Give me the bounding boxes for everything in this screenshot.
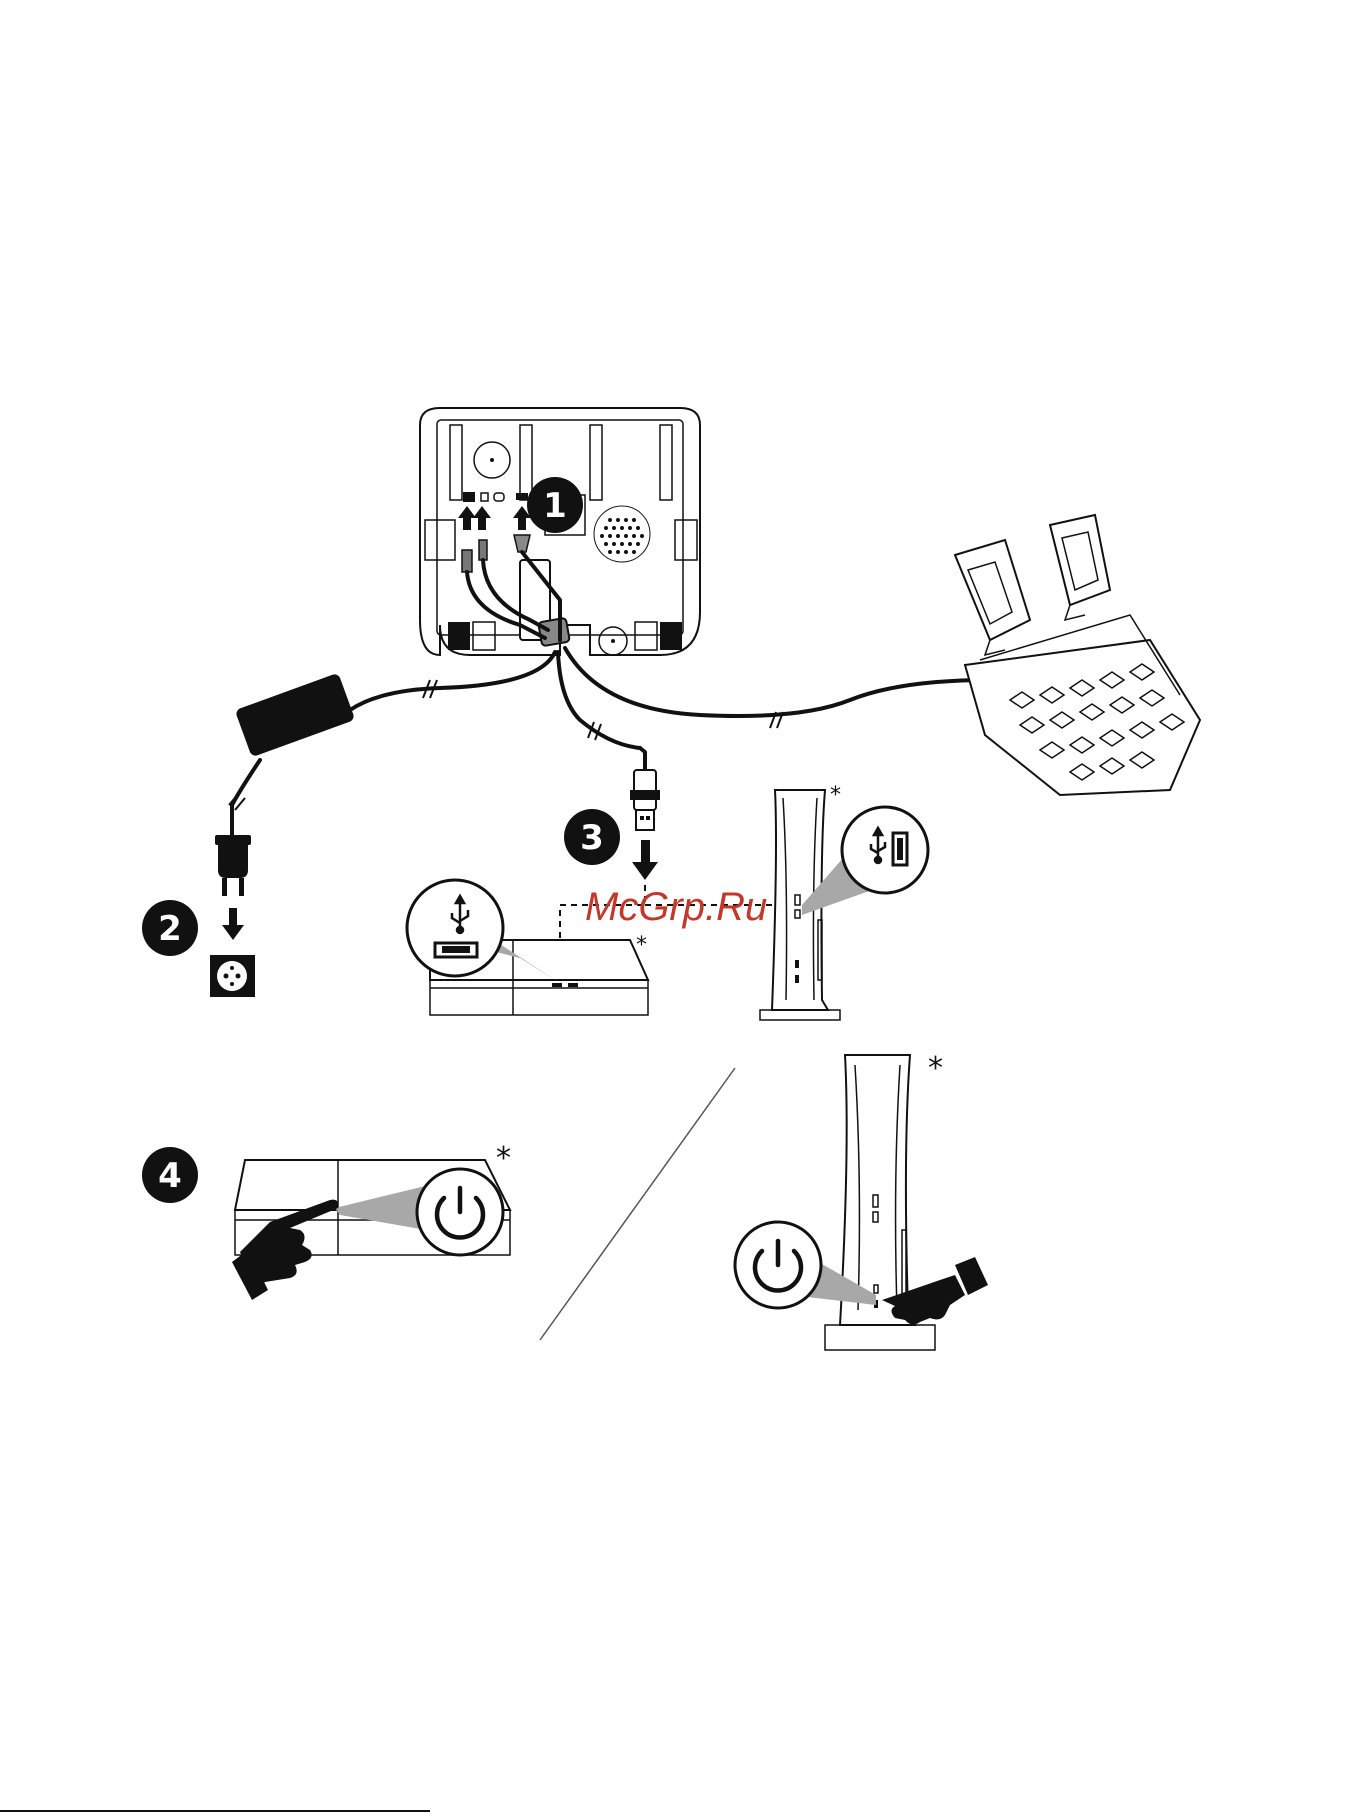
power-plug-icon: [215, 835, 251, 896]
asterisk-ps5-bottom: *: [928, 1051, 943, 1086]
step-1-number: 1: [543, 486, 567, 526]
asterisk-ps5-top: *: [830, 783, 841, 808]
step-4-number: 4: [158, 1156, 182, 1196]
step-2-number: 2: [158, 909, 182, 949]
asterisk-ps4-top: *: [636, 933, 647, 958]
step-3-number: 3: [580, 818, 604, 858]
asterisk-ps4-bottom: *: [496, 1141, 511, 1176]
divider-line: [540, 1068, 735, 1340]
wall-socket-icon: [210, 955, 255, 997]
pedal-set: [955, 515, 1200, 795]
usb-connector: [630, 748, 660, 830]
step-1-badge: 1: [527, 477, 583, 533]
step-3-badge: 3: [564, 809, 620, 865]
step-4-badge: 4: [142, 1147, 198, 1203]
step-2-badge: 2: [142, 900, 198, 956]
power-adapter: [232, 673, 355, 835]
down-arrow-icon: [632, 840, 658, 880]
ps5-console-usb: *: [760, 783, 928, 1020]
watermark-text: McGrp.Ru: [585, 885, 767, 929]
down-arrow-icon: [222, 908, 244, 940]
pointing-hand-icon: [232, 1200, 338, 1300]
